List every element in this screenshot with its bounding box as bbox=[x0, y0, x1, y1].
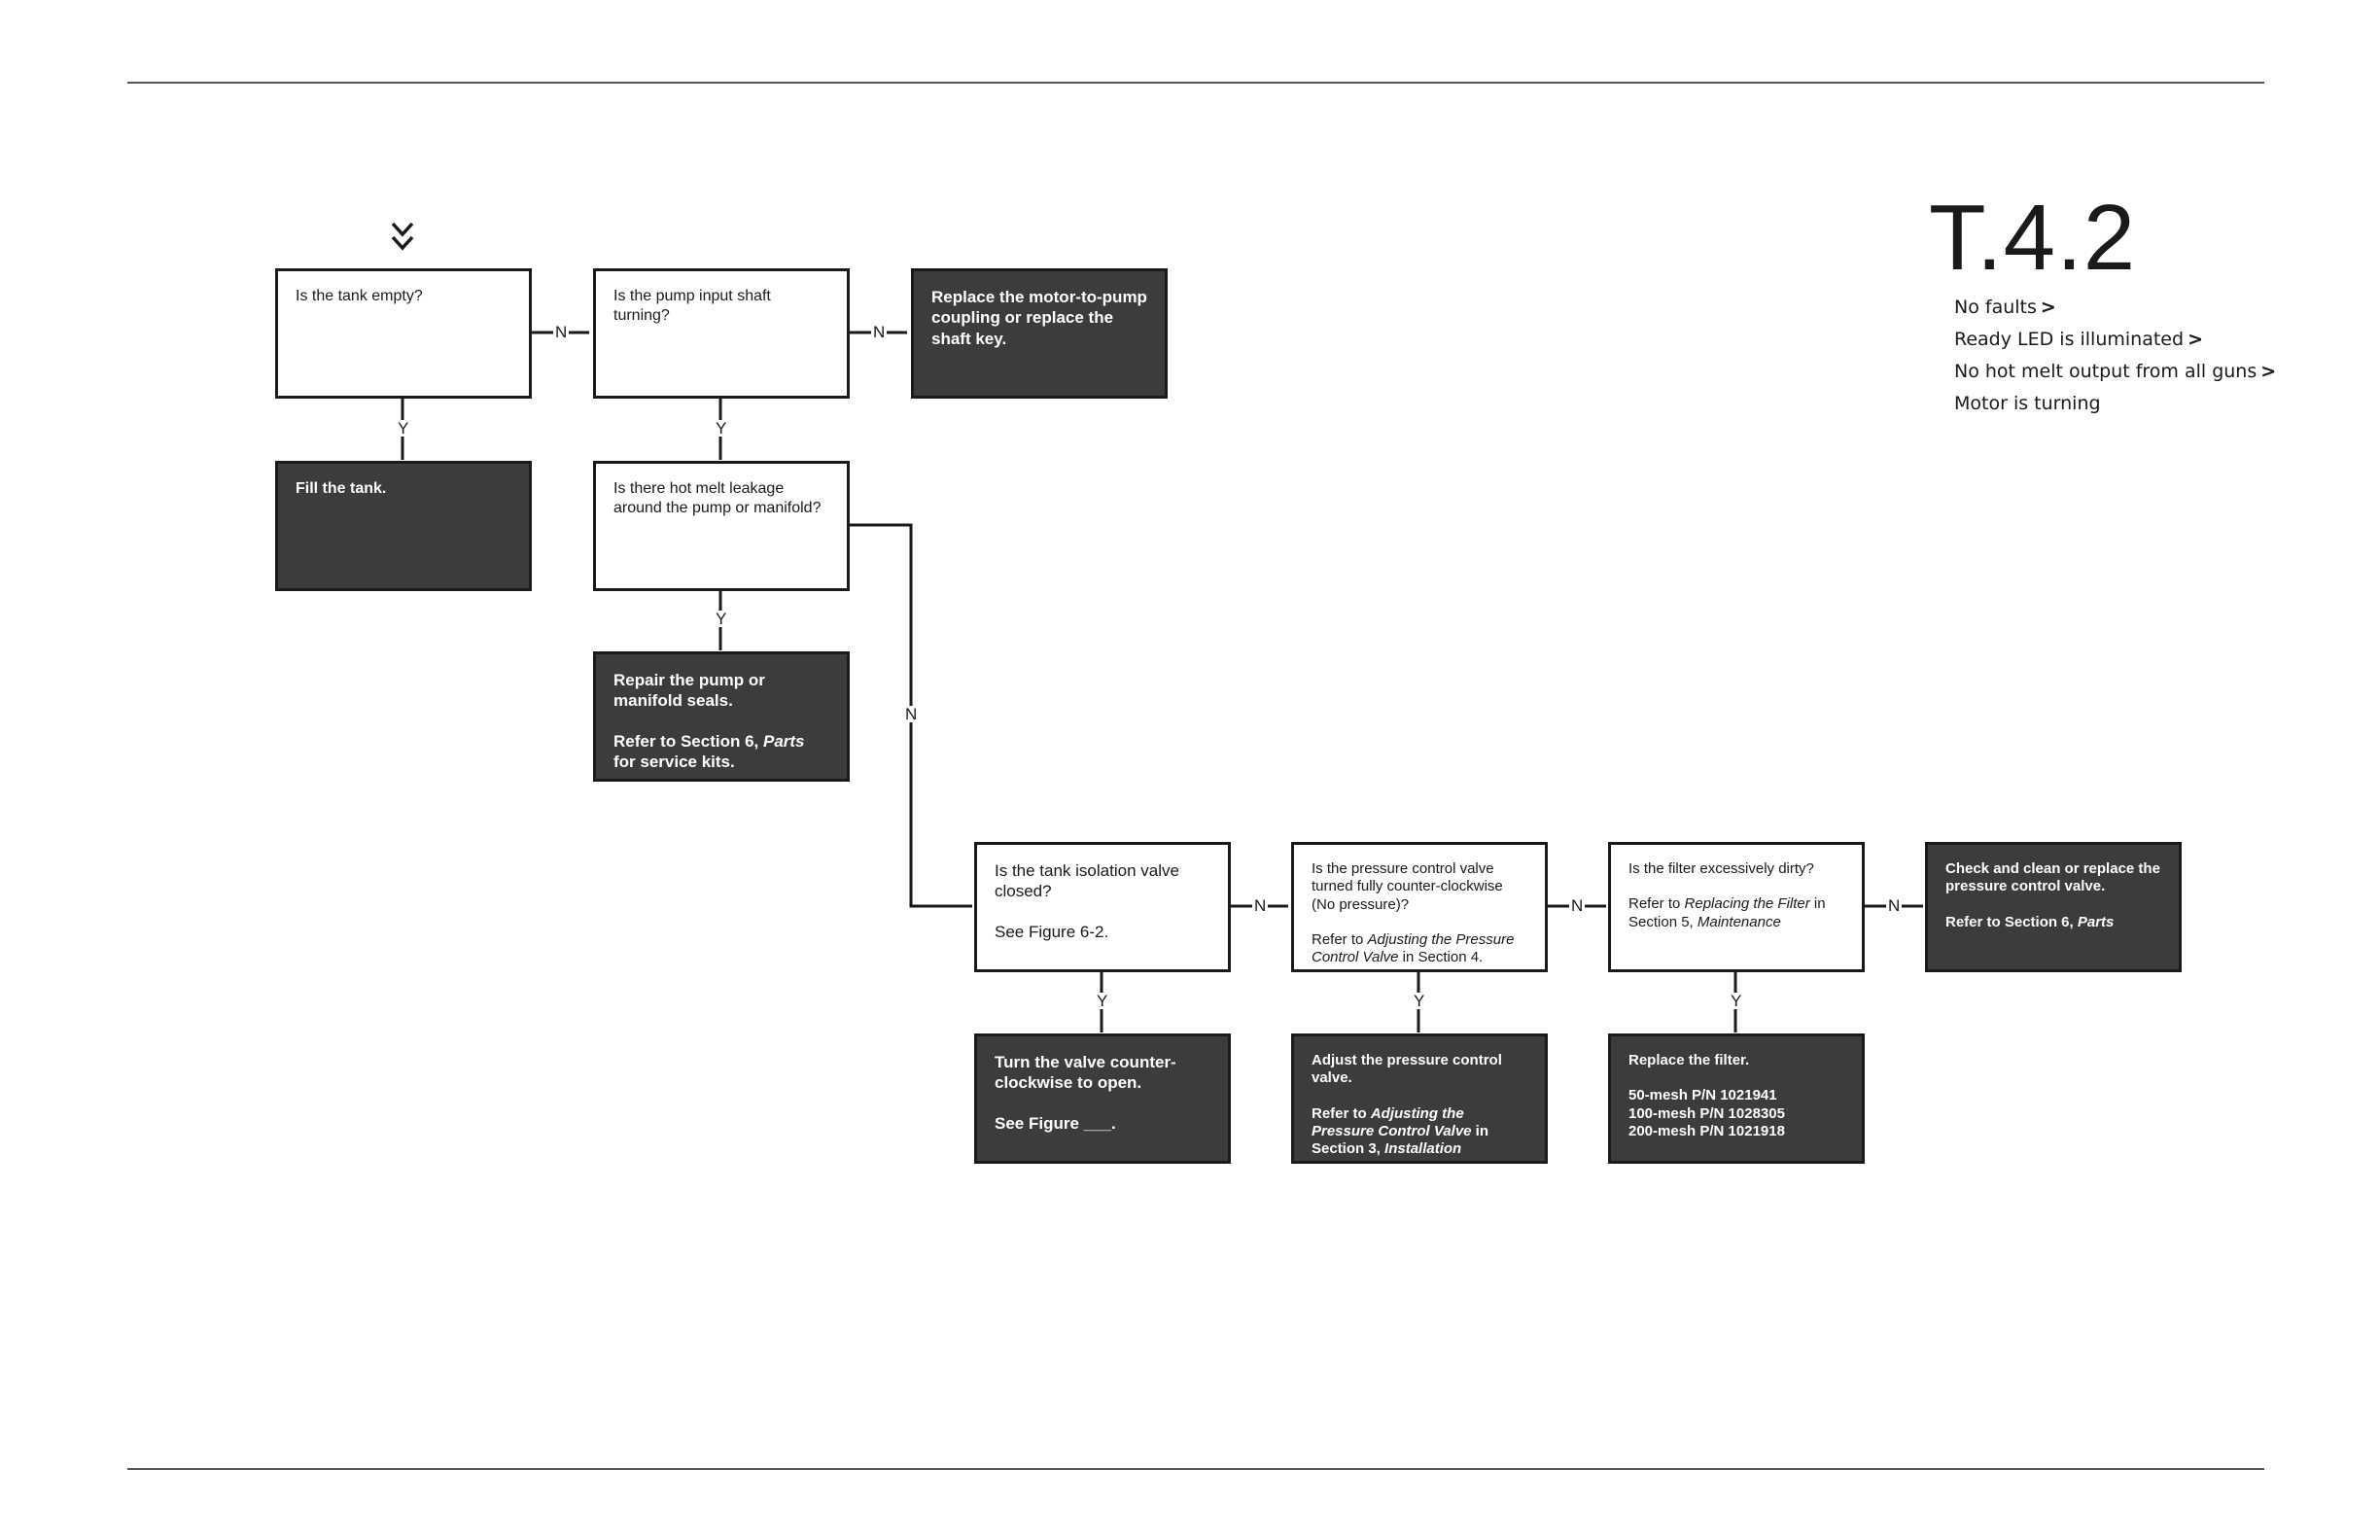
conditions-list: No faults> Ready LED is illuminated> No … bbox=[1954, 292, 2276, 420]
label-yes: Y bbox=[714, 419, 729, 438]
box-reference: Refer to Section 6, Parts for service ki… bbox=[613, 731, 805, 771]
label-no: N bbox=[1252, 896, 1269, 915]
condition-item: Ready LED is illuminated> bbox=[1954, 329, 2203, 350]
condition-item: No faults> bbox=[1954, 297, 2056, 318]
question-leakage: Is there hot melt leakage around the pum… bbox=[593, 461, 850, 591]
box-text: Is there hot melt leakage around the pum… bbox=[613, 480, 822, 516]
label-no: N bbox=[1569, 896, 1586, 915]
box-reference: See Figure 6-2. bbox=[995, 922, 1109, 941]
label-yes: Y bbox=[1729, 992, 1744, 1010]
box-reference: Refer to Section 6, Parts bbox=[1945, 913, 2115, 930]
box-text: Is the tank empty? bbox=[296, 288, 423, 304]
label-no: N bbox=[553, 323, 570, 341]
label-no: N bbox=[903, 705, 920, 723]
box-text: Repair the pump or manifold seals. bbox=[613, 671, 765, 711]
question-shaft-turning: Is the pump input shaft turning? bbox=[593, 268, 850, 399]
box-text: Is the pressure control valve turned ful… bbox=[1312, 860, 1503, 913]
box-text: Is the tank isolation valve closed? bbox=[995, 861, 1179, 901]
box-text: Replace the motor-to-pump coupling or re… bbox=[931, 288, 1147, 348]
entry-arrow-icon bbox=[391, 222, 414, 260]
action-replace-coupling: Replace the motor-to-pump coupling or re… bbox=[911, 268, 1168, 399]
action-turn-valve: Turn the valve counter-clockwise to open… bbox=[974, 1033, 1231, 1164]
bottom-rule bbox=[127, 1468, 2264, 1470]
label-yes: Y bbox=[714, 610, 729, 628]
action-repair-seals: Repair the pump or manifold seals. Refer… bbox=[593, 651, 850, 782]
label-no: N bbox=[1886, 896, 1903, 915]
action-adjust-valve: Adjust the pressure control valve. Refer… bbox=[1291, 1033, 1548, 1164]
box-text: Fill the tank. bbox=[296, 480, 387, 497]
box-text: Check and clean or replace the pressure … bbox=[1945, 860, 2160, 895]
action-clean-valve: Check and clean or replace the pressure … bbox=[1925, 842, 2182, 972]
box-reference: Refer to Replacing the Filter in Section… bbox=[1628, 895, 1826, 930]
box-text: Adjust the pressure control valve. bbox=[1312, 1052, 1502, 1087]
question-pressure-valve: Is the pressure control valve turned ful… bbox=[1291, 842, 1548, 972]
condition-item: No hot melt output from all guns> bbox=[1954, 361, 2277, 382]
action-fill-tank: Fill the tank. bbox=[275, 461, 532, 591]
label-yes: Y bbox=[396, 419, 411, 438]
question-tank-empty: Is the tank empty? bbox=[275, 268, 532, 399]
question-filter-dirty: Is the filter excessively dirty? Refer t… bbox=[1608, 842, 1865, 972]
box-text: Is the filter excessively dirty? bbox=[1628, 860, 1814, 877]
troubleshooting-code: T.4.2 bbox=[1929, 186, 2137, 290]
box-reference: See Figure ___. bbox=[995, 1113, 1116, 1133]
label-yes: Y bbox=[1095, 992, 1110, 1010]
box-text: Is the pump input shaft turning? bbox=[613, 288, 771, 324]
box-reference: Refer to Adjusting the Pressure Control … bbox=[1312, 1104, 1489, 1158]
box-text: Turn the valve counter-clockwise to open… bbox=[995, 1053, 1176, 1093]
label-no: N bbox=[871, 323, 888, 341]
top-rule bbox=[127, 82, 2264, 84]
box-text: Replace the filter. bbox=[1628, 1052, 1750, 1068]
box-reference: Refer to Adjusting the Pressure Control … bbox=[1312, 930, 1515, 966]
label-yes: Y bbox=[1412, 992, 1427, 1010]
question-isolation-valve: Is the tank isolation valve closed? See … bbox=[974, 842, 1231, 972]
condition-item: Motor is turning bbox=[1954, 393, 2101, 414]
